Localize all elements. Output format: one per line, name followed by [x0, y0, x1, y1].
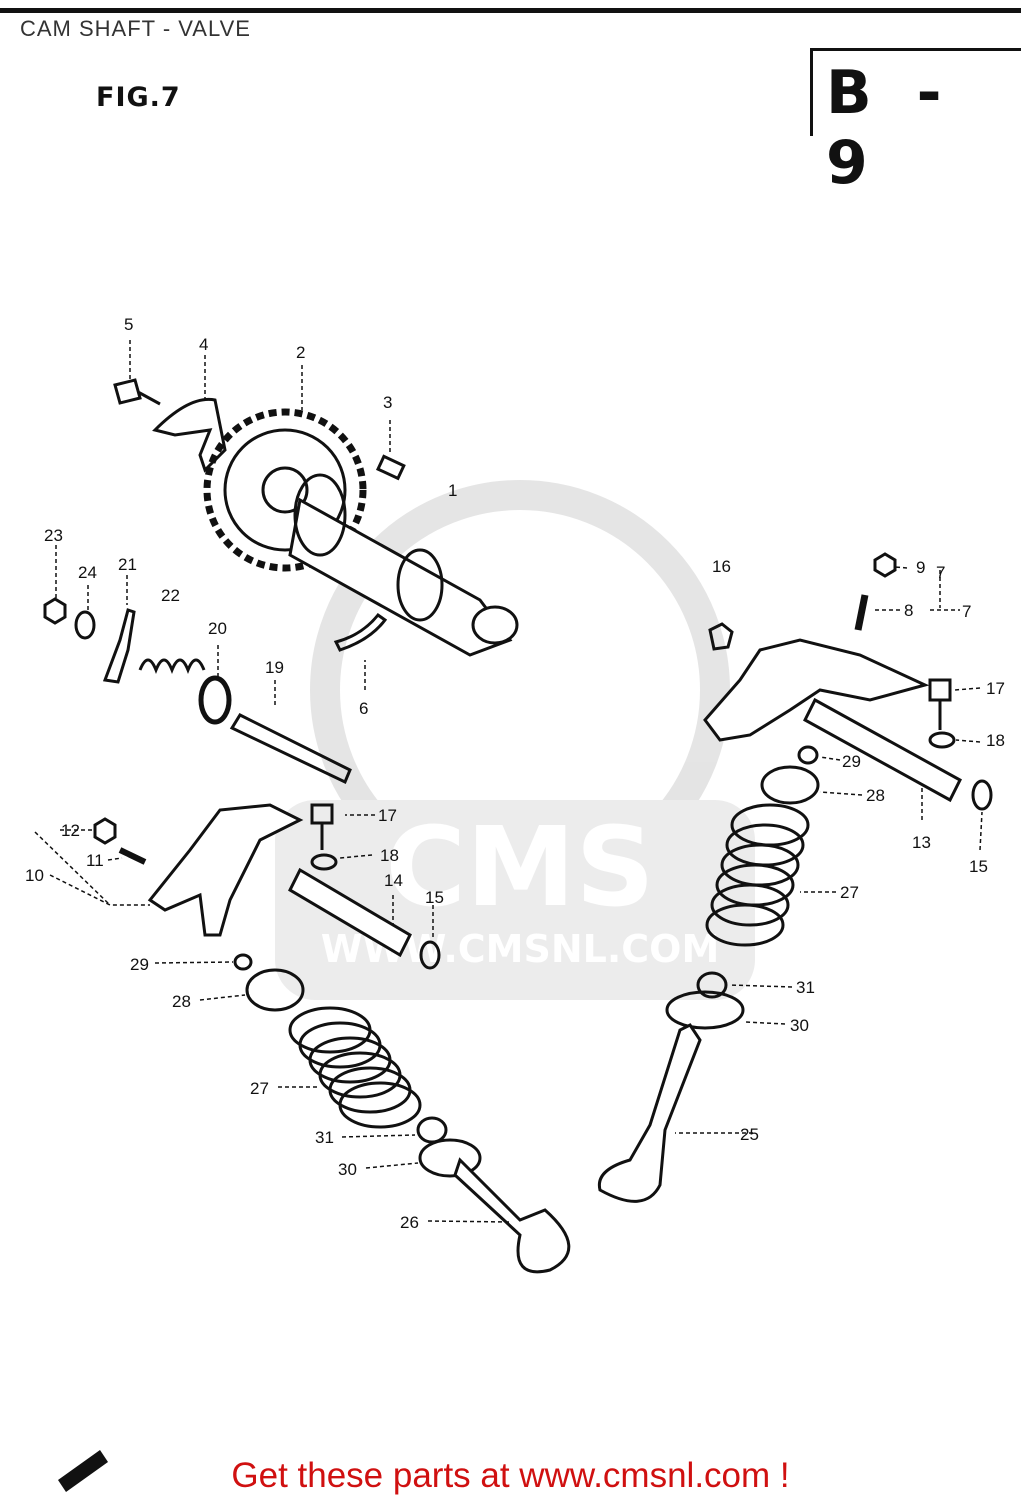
- exhaust-valve-shape: [597, 1023, 702, 1203]
- callout-22: 22: [161, 586, 180, 605]
- decomp-spring-shape: [138, 658, 206, 675]
- valve-spring-left-shape: [288, 1006, 422, 1129]
- callout-18: 18: [986, 731, 1005, 750]
- callout-31-left: 31: [315, 1128, 334, 1147]
- callout-21: 21: [118, 555, 137, 574]
- oil-seal-shape: [198, 675, 232, 725]
- spring-seat-right-shape: [665, 990, 745, 1030]
- callout-12: 12: [61, 821, 80, 840]
- page-title: CAM SHAFT - VALVE: [20, 16, 251, 41]
- callout-29: 29: [842, 752, 861, 771]
- nut-right-shape: [873, 552, 897, 578]
- callout-5: 5: [124, 315, 133, 334]
- callout-2: 2: [296, 343, 305, 362]
- oring-right-shape: [971, 779, 993, 811]
- washer-left-shape: [310, 853, 338, 871]
- part-drawings: [43, 378, 993, 1274]
- valve-spring-right-shape: [705, 803, 810, 947]
- spring-seat-left-shape: [418, 1138, 482, 1178]
- cotter-left-shape: [233, 953, 253, 971]
- callout-17-left: 17: [378, 806, 397, 825]
- oring-left-shape: [419, 940, 441, 970]
- callout-30-left: 30: [338, 1160, 357, 1179]
- washer-shape: [74, 610, 96, 640]
- callout-27-left: 27: [250, 1079, 269, 1098]
- callout-17: 17: [986, 679, 1005, 698]
- callout-28: 28: [866, 786, 885, 805]
- callout-19: 19: [265, 658, 284, 677]
- callout-20: 20: [208, 619, 227, 638]
- camshaft-shape: [288, 473, 519, 657]
- pin-shape: [375, 454, 406, 481]
- stem-seal-left-shape: [416, 1116, 448, 1144]
- callout-11: 11: [86, 851, 104, 870]
- bolt-shape: [113, 378, 161, 406]
- rocker-arm-right-shape: [703, 638, 930, 742]
- decomp-shaft-shape: [229, 713, 352, 785]
- callout-7-alt: 7: [936, 563, 945, 582]
- bolt-left-shape: [310, 803, 334, 850]
- callout-7: 7: [962, 602, 971, 621]
- lock-plate-shape: [152, 397, 227, 473]
- clip-shape: [333, 612, 388, 652]
- callout-15-right: 15: [969, 857, 988, 876]
- callout-4: 4: [199, 335, 208, 354]
- camshaft-sprocket-shape: [203, 408, 367, 572]
- callout-30: 30: [790, 1016, 809, 1035]
- callout-8: 8: [904, 601, 913, 620]
- callout-25: 25: [740, 1125, 759, 1144]
- page-code: B - 9: [826, 58, 954, 198]
- figure-label: FIG.7: [96, 82, 181, 113]
- page-code-box: [810, 48, 1021, 136]
- decomp-lever-shape: [102, 608, 136, 684]
- callout-10: 10: [25, 866, 44, 885]
- stem-seal-right-shape: [696, 971, 728, 999]
- rocker-shaft-right-shape: [803, 697, 962, 803]
- top-border-rule: [0, 8, 1021, 13]
- callout-13: 13: [912, 833, 931, 852]
- callout-1: 1: [448, 481, 457, 500]
- callout-15: 15: [425, 888, 444, 907]
- leader-lines: [34, 340, 983, 1223]
- callout-27: 27: [840, 883, 859, 902]
- callout-9: 9: [916, 558, 925, 577]
- callout-29-left: 29: [130, 955, 149, 974]
- adjuster-screw-left-shape: [118, 847, 147, 865]
- callout-18-left: 18: [380, 846, 399, 865]
- watermark-brand: CMS: [385, 803, 654, 931]
- callout-28-left: 28: [172, 992, 191, 1011]
- front-arrow-icon: [58, 1450, 108, 1492]
- washer-right-shape: [928, 731, 956, 749]
- callout-14: 14: [384, 871, 403, 890]
- footer-parts-link[interactable]: Get these parts at www.cmsnl.com !: [231, 1456, 790, 1495]
- callout-16: 16: [712, 557, 731, 576]
- callout-23: 23: [44, 526, 63, 545]
- callout-6: 6: [359, 699, 368, 718]
- cotter-right-shape: [797, 745, 819, 765]
- retainer-left-shape: [245, 968, 305, 1012]
- callout-31: 31: [796, 978, 815, 997]
- callout-24: 24: [78, 563, 97, 582]
- callout-26: 26: [400, 1213, 419, 1232]
- adjuster-screw-right-shape: [854, 594, 869, 631]
- nut-shape: [43, 597, 67, 625]
- retainer-right-shape: [760, 765, 820, 805]
- adjuster-nut-left-shape: [93, 817, 117, 845]
- callout-3: 3: [383, 393, 392, 412]
- bolt-right-shape: [928, 678, 952, 730]
- intake-valve-shape: [453, 1157, 571, 1274]
- rocker-shaft-left-shape: [288, 867, 412, 958]
- rocker-arm-left-shape: [147, 803, 304, 937]
- rocker-pad-right-shape: [708, 622, 734, 651]
- callout-labels: 1 2 3 4 5 6 7 7 8 9 10 11 12 13 14 15 15…: [25, 315, 1005, 1232]
